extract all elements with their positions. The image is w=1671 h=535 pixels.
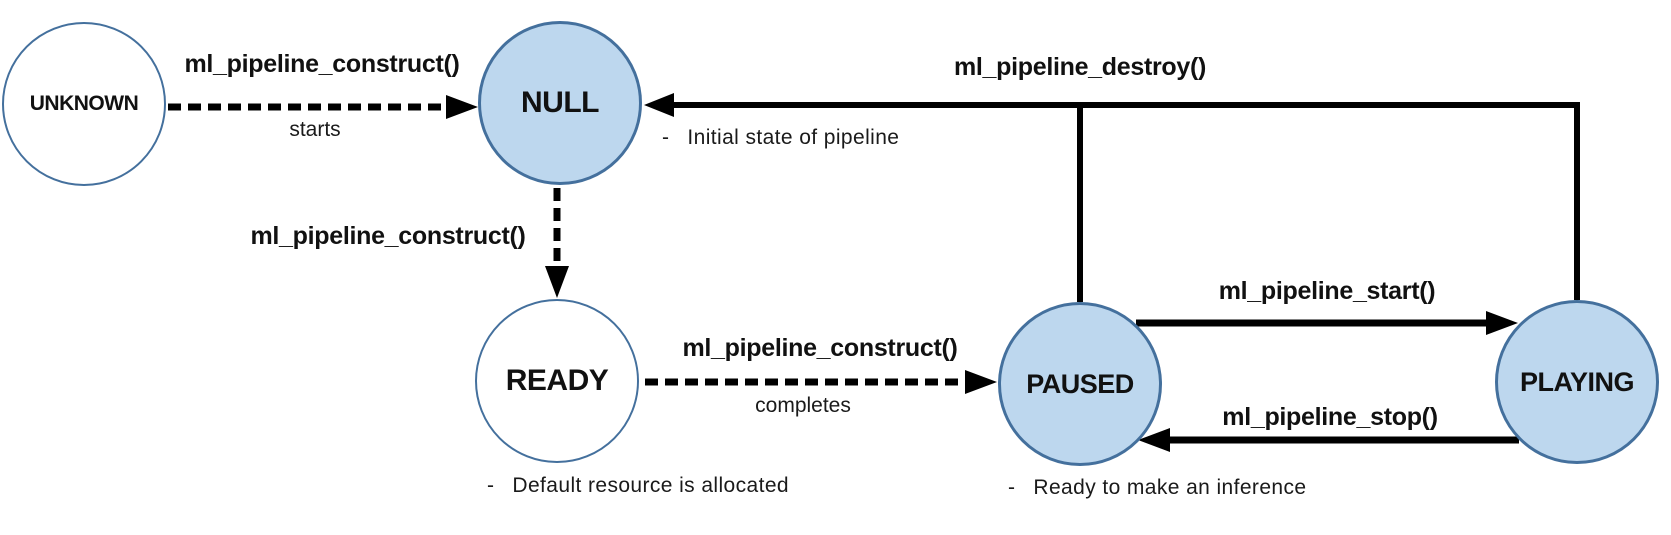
arrow-destroy-path [672,102,1580,300]
state-label-playing: PLAYING [1519,366,1635,397]
transition-sublabel-starts: starts [289,118,341,141]
arrowhead-destroy-to-null [644,93,674,117]
state-node-null: NULL [478,21,642,185]
note-bullet: - [487,474,495,497]
state-label-null: NULL [521,86,599,119]
arrowhead-ready-to-paused [965,370,997,394]
state-label-unknown: UNKNOWN [29,92,139,115]
transition-label-paused-to-playing: ml_pipeline_start() [1218,277,1436,305]
arrowhead-null-to-ready [545,266,569,298]
transition-label-null-to-ready: ml_pipeline_construct() [250,222,526,250]
note-text-paused: Ready to make an inference [1033,476,1307,499]
state-label-paused: PAUSED [1026,368,1134,399]
note-paused-state: - Ready to make an inference [1008,476,1306,500]
note-ready-state: - Default resource is allocated [487,474,789,498]
state-label-ready: READY [505,364,609,397]
transition-label-unknown-to-null: ml_pipeline_construct() [184,50,460,78]
arrowhead-paused-to-playing [1486,311,1518,335]
note-text-null: Initial state of pipeline [687,126,900,149]
note-bullet: - [662,126,670,149]
arrowhead-playing-to-paused [1138,428,1170,452]
transition-sublabel-completes: completes [755,394,851,417]
transition-label-playing-to-paused: ml_pipeline_stop() [1222,403,1438,431]
arrowhead-unknown-to-null [446,95,478,119]
note-bullet: - [1008,476,1016,499]
note-text-ready: Default resource is allocated [512,474,789,497]
state-node-playing: PLAYING [1495,300,1659,464]
transition-label-ready-to-paused: ml_pipeline_construct() [682,334,958,362]
transition-label-destroy: ml_pipeline_destroy() [953,53,1207,81]
state-node-ready: READY [475,299,639,463]
note-null-state: - Initial state of pipeline [662,126,899,150]
state-node-paused: PAUSED [998,302,1162,466]
state-node-unknown: UNKNOWN [2,22,166,186]
